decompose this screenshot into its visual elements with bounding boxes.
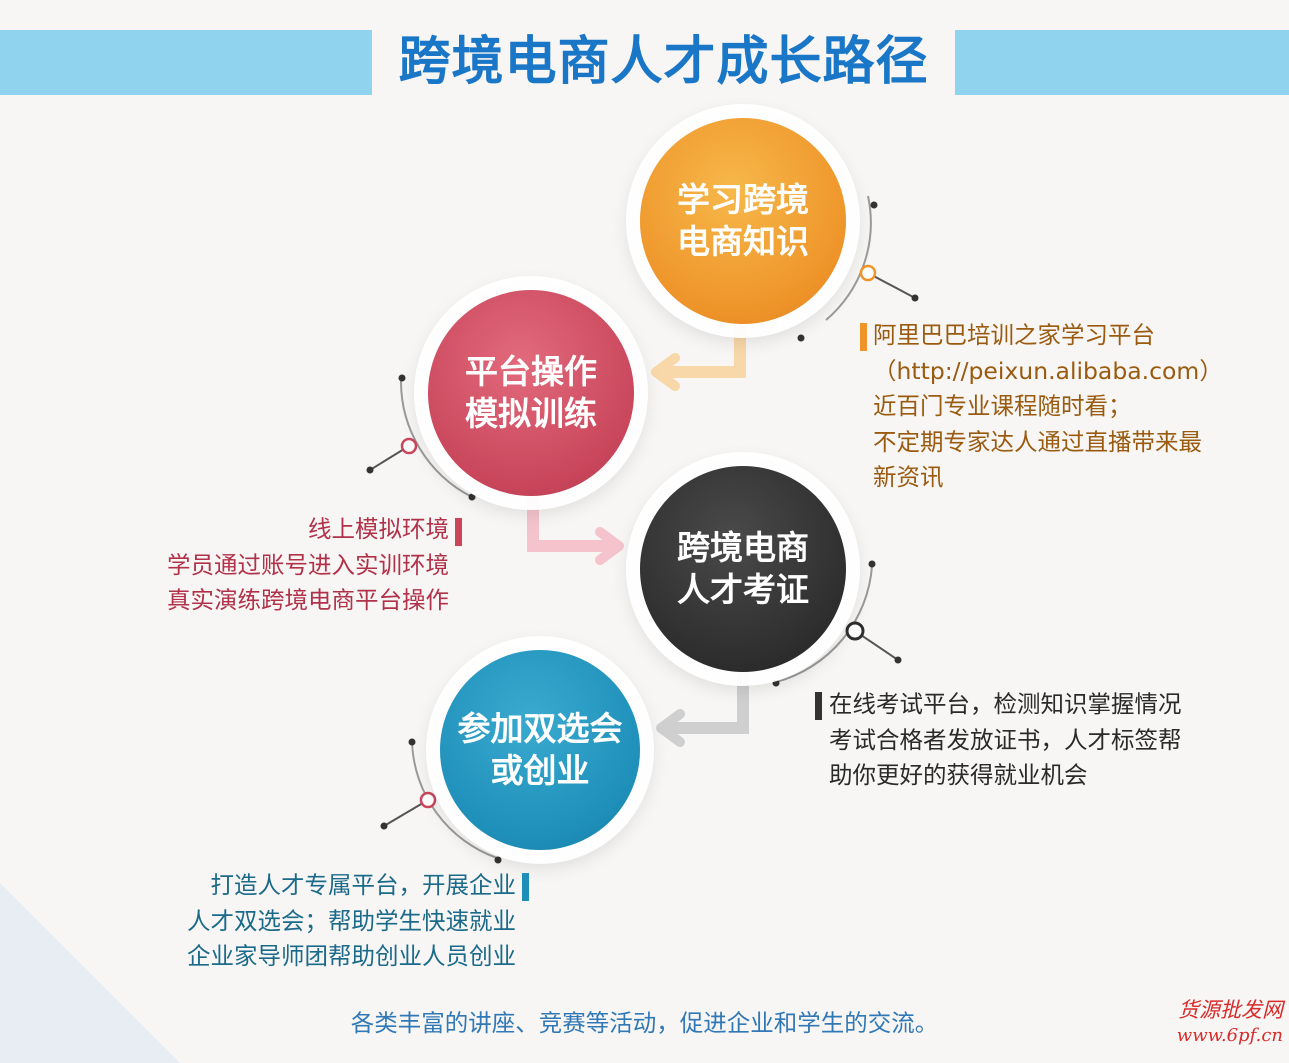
arrow-step1-to-step2: [662, 324, 746, 378]
description-line: 阿里巴巴培训之家学习平台: [873, 321, 1155, 349]
orbit-dot-step1: [797, 334, 805, 342]
description-line: 新资讯: [873, 463, 944, 491]
node-ring-step2: [400, 437, 418, 455]
arrow-step2-to-step3-head: [595, 527, 624, 565]
pointer-line-step4: [383, 799, 429, 827]
accent-bar-step1: [860, 323, 867, 351]
accent-bar-step2: [455, 518, 462, 546]
node-ring-step3: [845, 621, 865, 641]
page-title: 跨境电商人才成长路径: [398, 32, 929, 92]
step-description-career: 打造人才专属平台，开展企业 人才双选会；帮助学生快速就业 企业家导师团帮助创业人…: [187, 868, 516, 975]
accent-bar-step4: [522, 873, 529, 901]
step-circle-career: 参加双选会 或创业: [440, 650, 640, 850]
orbit-dot-step4: [494, 856, 502, 864]
accent-bar-step3: [815, 692, 822, 720]
orbit-dot-step4: [408, 738, 416, 746]
step-circle-certify: 跨境电商 人才考证: [640, 466, 846, 672]
description-line: 真实演练跨境电商平台操作: [167, 586, 449, 614]
orbit-dot-step2: [398, 374, 406, 382]
step-circle-learn: 学习跨境 电商知识: [640, 118, 846, 324]
description-line: 打造人才专属平台，开展企业: [210, 871, 517, 899]
description-line: 在线考试平台，检测知识掌握情况: [829, 690, 1182, 718]
node-ring-step4: [419, 791, 437, 809]
pointer-dot-step3: [894, 656, 902, 664]
pointer-dot-step2: [366, 466, 374, 474]
step-description-learn: 阿里巴巴培训之家学习平台 （http://peixun.alibaba.com）…: [873, 318, 1223, 496]
orbit-step3: [775, 565, 873, 683]
arrow-step1-to-step2-head: [651, 353, 680, 391]
background-corner: [0, 883, 180, 1063]
orbit-dot-step3: [868, 560, 876, 568]
arrow-step2-to-step3: [527, 491, 612, 552]
description-line: 不定期专家达人通过直播带来最: [873, 427, 1202, 456]
description-line: 近百门专业课程随时看；: [873, 392, 1132, 420]
orbit-step2: [399, 379, 473, 498]
pointer-line-step1: [867, 272, 916, 299]
description-line: 考试合格者发放证书，人才标签帮: [829, 725, 1182, 754]
orbit-step4: [411, 741, 498, 859]
pointer-dot-step4: [380, 822, 388, 830]
description-line: 助你更好的获得就业机会: [829, 761, 1088, 789]
title-band-left: [0, 30, 372, 95]
description-line: 企业家导师团帮助创业人员创业: [187, 942, 516, 970]
watermark-line1: 货源批发网: [1178, 998, 1283, 1022]
arrow-step3-to-step4: [668, 670, 749, 734]
footer-note: 各类丰富的讲座、竞赛等活动，促进企业和学生的交流。: [350, 1009, 939, 1037]
pointer-dot-step1: [911, 294, 919, 302]
step-description-practice: 线上模拟环境 学员通过账号进入实训环境 真实演练跨境电商平台操作: [167, 512, 449, 619]
watermark-line2: www.6pf.cn: [1176, 1025, 1283, 1046]
orbit-dot-step2: [468, 493, 476, 501]
description-line: 学员通过账号进入实训环境: [167, 550, 449, 579]
description-line: 人才双选会；帮助学生快速就业: [187, 906, 516, 935]
step-description-certify: 在线考试平台，检测知识掌握情况 考试合格者发放证书，人才标签帮 助你更好的获得就…: [829, 687, 1182, 794]
title-band-right: [955, 30, 1289, 95]
description-line: （http://peixun.alibaba.com）: [873, 356, 1223, 385]
step-circle-practice: 平台操作 模拟训练: [428, 290, 634, 496]
node-ring-step1: [859, 264, 877, 282]
arrow-step3-to-step4-head: [656, 709, 685, 747]
orbit-step1: [825, 195, 872, 321]
orbit-dot-step1: [870, 201, 878, 209]
watermark: 货源批发网 www.6pf.cn: [1177, 997, 1283, 1049]
description-line: 线上模拟环境: [308, 515, 449, 543]
orbit-dot-step3: [772, 679, 780, 687]
